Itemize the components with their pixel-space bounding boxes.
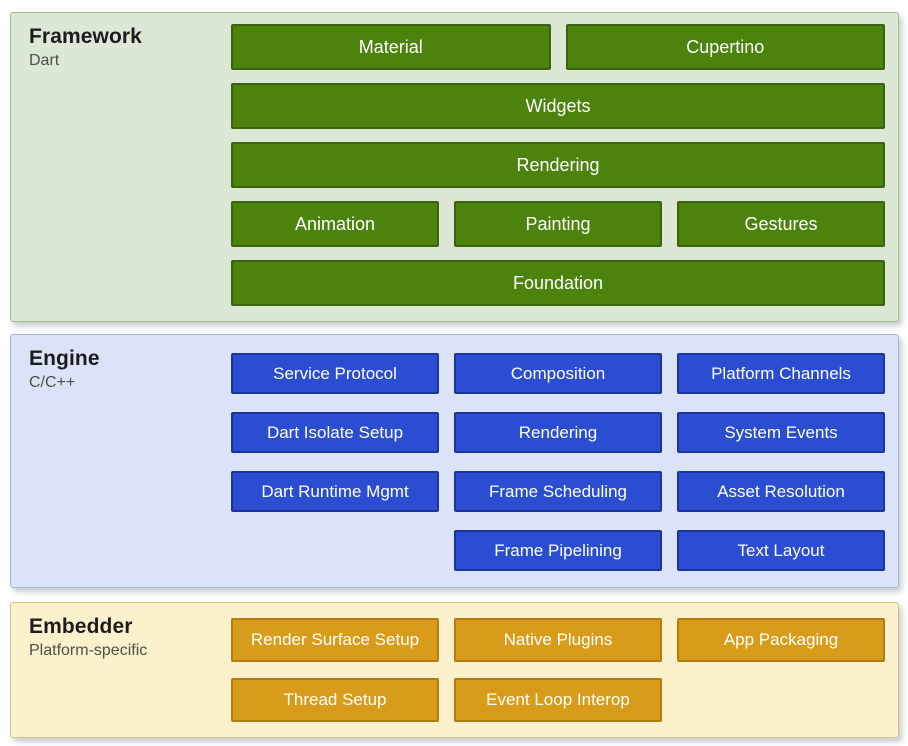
layer-box-painting: Painting xyxy=(454,201,662,247)
framework-title: Framework xyxy=(29,25,142,48)
layer-box-asset-resolution: Asset Resolution xyxy=(677,471,885,512)
layer-box-app-packaging: App Packaging xyxy=(677,618,885,662)
layer-box-native-plugins: Native Plugins xyxy=(454,618,662,662)
layer-row: Render Surface Setup Native Plugins App Pa… xyxy=(231,618,885,662)
layer-row: Rendering xyxy=(231,142,885,188)
layer-box-render-surface-setup: Render Surface Setup xyxy=(231,618,439,662)
layer-box-composition: Composition xyxy=(454,353,662,394)
layer-row: Frame Pipelining Text Layout xyxy=(231,530,885,571)
layer-box-text-layout: Text Layout xyxy=(677,530,885,571)
embedder-title: Embedder xyxy=(29,615,133,638)
layer-box-event-loop-interop: Event Loop Interop xyxy=(454,678,662,722)
layer-box-widgets: Widgets xyxy=(231,83,885,129)
layer-row: Dart Runtime Mgmt Frame Scheduling Asset R… xyxy=(231,471,885,512)
layer-box-dart-isolate-setup: Dart Isolate Setup xyxy=(231,412,439,453)
layer-box-animation: Animation xyxy=(231,201,439,247)
engine-boxes: Service Protocol Composition Platform Chan… xyxy=(231,353,885,571)
embedder-label-block: Embedder Platform-specific xyxy=(29,614,147,660)
layer-box-cupertino: Cupertino xyxy=(565,24,885,70)
framework-subtitle: Dart xyxy=(29,52,60,70)
layer-box-rendering: Rendering xyxy=(454,412,662,453)
layer-box-dart-runtime-mgmt: Dart Runtime Mgmt xyxy=(231,471,439,512)
framework-label-block: Framework Dart xyxy=(29,24,142,70)
layer-row: Foundation xyxy=(231,260,885,306)
layer-box-frame-pipelining: Frame Pipelining xyxy=(454,530,662,571)
layer-box-thread-setup: Thread Setup xyxy=(231,678,439,722)
layer-box-rendering: Rendering xyxy=(231,142,885,188)
embedder-subtitle: Platform-specific xyxy=(29,642,148,660)
layer-box-platform-channels: Platform Channels xyxy=(677,353,885,394)
layer-box-gestures: Gestures xyxy=(677,201,885,247)
layer-row: Widgets xyxy=(231,83,885,129)
layer-row: Thread Setup Event Loop Interop xyxy=(231,678,885,722)
embedder-boxes: Render Surface Setup Native Plugins App Pa… xyxy=(231,618,885,722)
layer-box-foundation: Foundation xyxy=(231,260,885,306)
layer-row: Animation Painting Gestures xyxy=(231,201,885,247)
engine-layer-section: Engine C/C++ Service Protocol Composition… xyxy=(10,334,899,588)
layer-row: Service Protocol Composition Platform Chan… xyxy=(231,353,885,394)
layer-box-service-protocol: Service Protocol xyxy=(231,353,439,394)
layer-box-material: Material xyxy=(231,24,551,70)
layer-box-frame-scheduling: Frame Scheduling xyxy=(454,471,662,512)
layer-box-system-events: System Events xyxy=(677,412,885,453)
engine-title: Engine xyxy=(29,347,100,370)
engine-subtitle: C/C++ xyxy=(29,374,76,392)
engine-label-block: Engine C/C++ xyxy=(29,346,100,392)
layer-row: Material Cupertino xyxy=(231,24,885,70)
embedder-layer-section: Embedder Platform-specific Render Surfac… xyxy=(10,602,899,738)
layer-row: Dart Isolate Setup Rendering System Events xyxy=(231,412,885,453)
